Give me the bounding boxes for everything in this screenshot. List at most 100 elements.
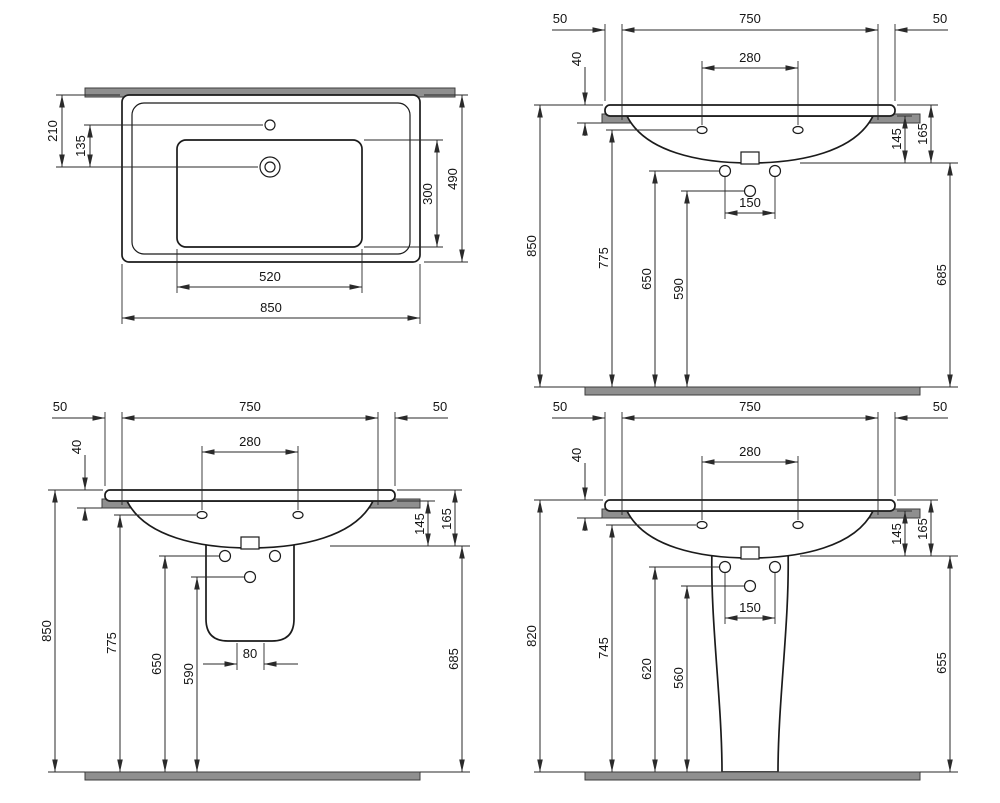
waste-outlet [240,536,260,550]
dim-label-underside-height: 655 [934,652,949,674]
panel-front-half-pedestal: 750 50 50 40 280 145 [39,399,470,781]
dim-edge-left: 50 [52,399,105,421]
dim-trap-height: 590 [181,576,244,772]
rim-profile [604,499,896,512]
dim-overall-depth: 490 [424,94,468,263]
trap-hole [743,184,757,198]
floor-line [584,771,921,781]
tap-hole [696,520,708,530]
dim-fixing-height: 620 [639,566,719,772]
dim-front-height: 165 [800,104,958,164]
dim-outlet-width: 80 [203,643,298,670]
dim-label-edge-left: 50 [553,11,567,26]
dim-label-trap-height: 590 [181,663,196,685]
dim-apron-height: 145 [889,115,912,163]
waste-outlet [740,546,760,560]
dim-front-height: 165 [330,489,470,547]
tap-hole [792,125,804,135]
dim-label-fixing-span: 750 [239,399,261,414]
fixing-hole [268,549,282,563]
rim-profile [104,489,396,502]
dim-rim-height: 850 [39,489,103,773]
dim-front-height: 165 [800,499,958,557]
fixing-hole [768,560,782,574]
dim-trap-height: 590 [671,190,744,387]
dim-label-tap-to-drain: 135 [73,135,88,157]
dim-hole-spacing: 150 [724,177,776,219]
dim-label-edge-right: 50 [433,399,447,414]
dim-rim-height: 820 [524,499,603,773]
dim-label-fixing-height: 620 [639,658,654,680]
dim-label-tap-height: 745 [596,637,611,659]
dim-label-edge-left: 50 [53,399,67,414]
tap-hole [264,119,276,131]
dim-label-outlet-width: 80 [243,646,257,661]
dim-tap-height: 775 [596,129,696,387]
dim-ledge-drop: 40 [569,448,602,531]
dim-trap-height: 560 [671,585,744,772]
dim-tap-to-drain: 135 [73,124,263,167]
dim-fixing-span: 750 [122,399,378,421]
dim-tap-spacing: 280 [201,434,299,510]
dim-label-basin-width: 520 [259,269,281,284]
dim-label-trap-height: 590 [671,278,686,300]
fixing-hole [718,164,732,178]
dim-label-fixing-height: 650 [639,268,654,290]
dim-label-underside-height: 685 [934,264,949,286]
dim-label-ledge-drop: 40 [569,448,584,462]
dim-tap-spacing: 280 [701,444,799,520]
dim-label-front-height: 165 [439,508,454,530]
rim-profile [604,104,896,117]
tap-hole [792,520,804,530]
dim-basin-depth: 300 [364,139,443,248]
panel-top-view: 490 300 210 135 520 85 [45,87,468,324]
fixing-hole [718,560,732,574]
dim-label-underside-height: 685 [446,648,461,670]
tap-hole [196,510,208,520]
dim-label-tap-spacing: 280 [739,444,761,459]
dim-fixing-span: 750 [622,11,878,33]
tap-hole [696,125,708,135]
dim-underside-height: 685 [420,546,470,773]
dim-apron-height: 145 [889,510,912,556]
dim-fixing-span: 750 [622,399,878,421]
trap-hole [243,570,257,584]
dim-label-front-height: 165 [915,123,930,145]
dim-tap-spacing: 280 [701,50,799,125]
dim-label-rim-height: 850 [39,620,54,642]
dim-edge-right: 50 [395,399,448,421]
dim-label-tap-height: 775 [104,632,119,654]
dim-label-ledge-drop: 40 [69,440,84,454]
half-pedestal [205,542,295,642]
dim-label-rim-height: 850 [524,235,539,257]
dim-label-tap-spacing: 280 [239,434,261,449]
dim-fixing-height: 650 [149,555,219,772]
dim-edge-left: 50 [552,11,605,33]
dim-label-apron-height: 145 [889,523,904,545]
floor-line [84,771,421,781]
dim-underside-height: 685 [920,163,958,388]
dim-rim-height: 850 [524,104,603,388]
dim-label-overall-width: 850 [260,300,282,315]
dim-label-tap-spacing: 280 [739,50,761,65]
dim-label-front-height: 165 [915,518,930,540]
panel-front-wall-mounted: 750 50 50 40 280 145 [524,11,958,396]
fixing-hole [768,164,782,178]
dim-label-basin-depth: 300 [420,183,435,205]
dim-edge-left: 50 [552,399,605,421]
dim-label-fixing-span: 750 [739,11,761,26]
dim-label-back-to-drain: 210 [45,120,60,142]
dim-ledge-drop: 40 [569,52,602,136]
dim-label-edge-left: 50 [553,399,567,414]
dim-label-rim-height: 820 [524,625,539,647]
dim-label-hole-spacing: 150 [739,195,761,210]
fixing-hole [218,549,232,563]
dim-overall-width: 850 [121,264,421,324]
trap-hole [743,579,757,593]
dim-edge-right: 50 [895,399,948,421]
dim-label-fixing-span: 750 [739,399,761,414]
dim-hole-spacing: 150 [724,573,776,624]
dim-basin-width: 520 [176,249,363,293]
